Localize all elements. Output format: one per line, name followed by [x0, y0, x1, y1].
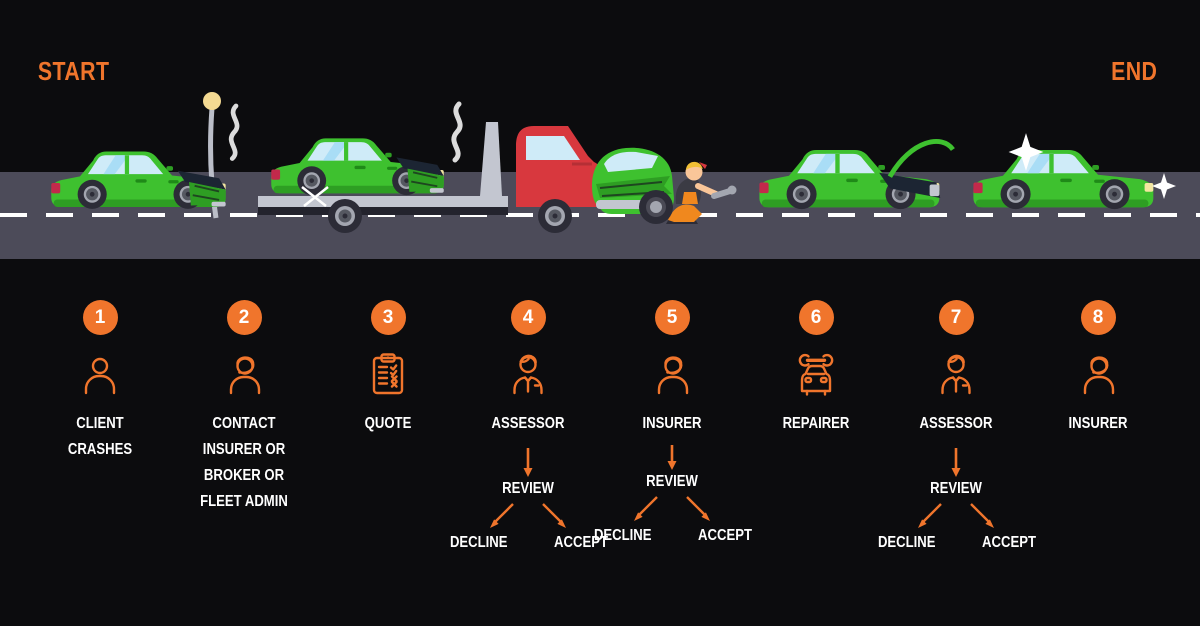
assessor-icon [884, 350, 1028, 400]
step-label: INSURER [642, 415, 702, 432]
step-1: 1 CLIENT CRASHES [28, 300, 172, 463]
step-7-review-flow: REVIEW DECLINE ACCEPT [878, 447, 1036, 553]
person-icon [28, 350, 172, 400]
branch-arrows-icon [634, 496, 710, 521]
branch-arrows-icon [490, 503, 566, 528]
headset-agent-icon [600, 350, 744, 400]
lamp-post [203, 92, 221, 219]
decline-label: DECLINE [449, 534, 508, 551]
step-label: CLIENT CRASHES [67, 415, 133, 458]
step-4-review-flow: REVIEW DECLINE ACCEPT [450, 447, 608, 553]
step-number-badge: 6 [798, 300, 834, 335]
step-number-badge: 3 [370, 300, 406, 335]
step-5: 5 INSURER [600, 300, 744, 437]
road-scene [0, 92, 1200, 259]
accept-label: ACCEPT [982, 534, 1036, 551]
step-number-badge: 1 [82, 300, 118, 335]
mechanic-scene-illustration [592, 147, 737, 224]
repairer-car-icon [744, 350, 888, 400]
step-number-badge: 2 [226, 300, 262, 335]
arrow-down-icon [951, 448, 961, 477]
step-number-badge: 8 [1080, 300, 1116, 335]
step-5-review-flow: REVIEW DECLINE ACCEPT [594, 444, 752, 546]
step-label: CONTACT INSURER OR BROKER OR FLEET ADMIN [200, 415, 288, 510]
step-label: INSURER [1068, 415, 1128, 432]
step-number-badge: 4 [510, 300, 546, 335]
review-label: REVIEW [502, 480, 554, 497]
accept-label: ACCEPT [698, 527, 752, 544]
step-6: 6 REPAIRER [744, 300, 888, 437]
step-7: 7 ASSESSOR [884, 300, 1028, 437]
quote-clipboard-icon [316, 350, 460, 400]
review-label: REVIEW [646, 473, 698, 490]
repaired-car-illustration [973, 133, 1176, 209]
step-label: REPAIRER [782, 415, 850, 432]
open-hood-car-illustration [759, 139, 955, 209]
end-label: END [1111, 56, 1158, 86]
step-number-badge: 7 [938, 300, 974, 335]
assessor-icon [456, 350, 600, 400]
step-2: 2 CONTACT INSURER OR BROKER OR FLEET ADM… [172, 300, 316, 515]
step-8: 8 INSURER [1026, 300, 1170, 437]
step-4: 4 ASSESSOR [456, 300, 600, 437]
step-3: 3 QUOTE [316, 300, 460, 437]
start-label: START [37, 56, 110, 86]
step-number-badge: 5 [654, 300, 690, 335]
branch-arrows-icon [918, 503, 994, 528]
step-label: QUOTE [364, 415, 412, 432]
tow-truck-illustration [258, 104, 608, 233]
decline-label: DECLINE [593, 527, 652, 544]
decline-label: DECLINE [877, 534, 936, 551]
review-label: REVIEW [930, 480, 982, 497]
headset-agent-icon [172, 350, 316, 400]
step-label: ASSESSOR [919, 415, 993, 432]
step-label: ASSESSOR [491, 415, 565, 432]
arrow-down-icon [667, 445, 677, 470]
headset-agent-icon [1026, 350, 1170, 400]
arrow-down-icon [523, 448, 533, 477]
accept-label: ACCEPT [554, 534, 608, 551]
